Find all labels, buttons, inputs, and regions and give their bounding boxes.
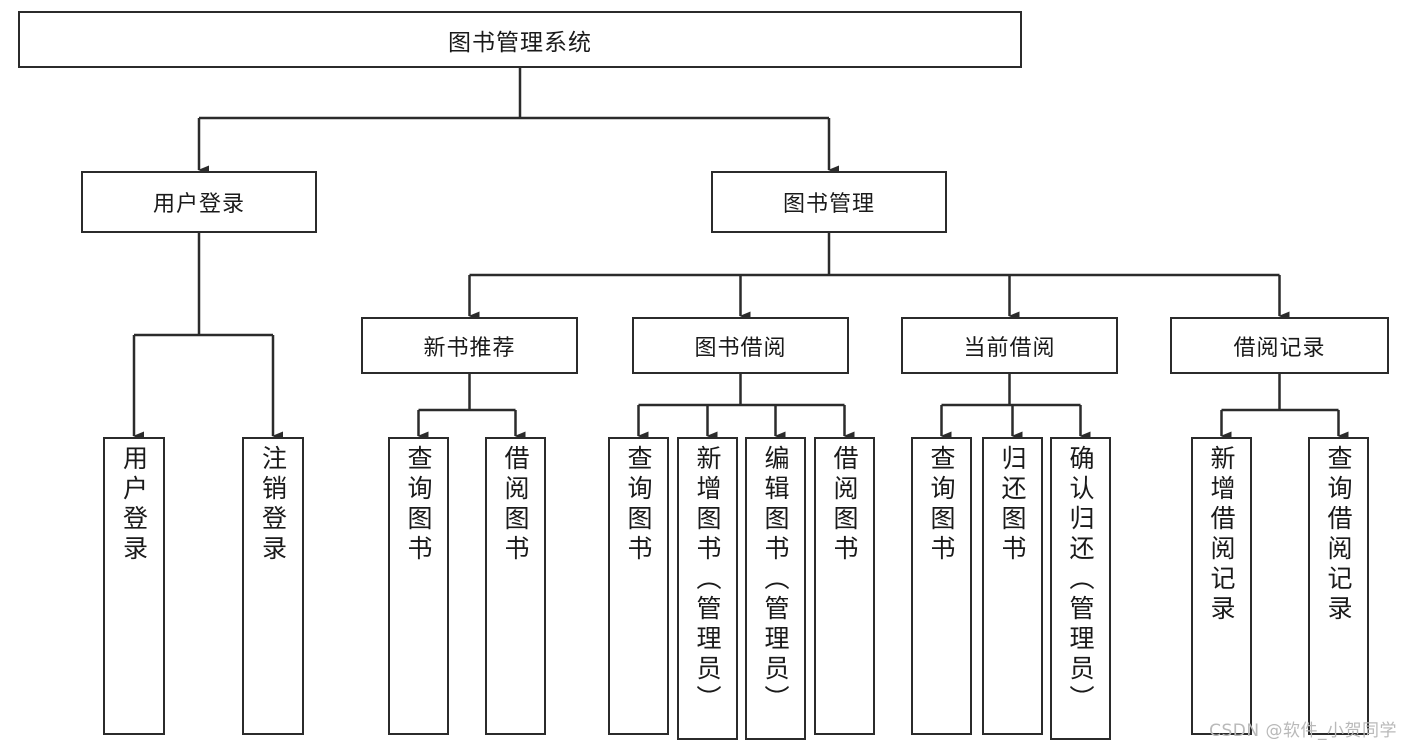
node-label: 查询图书 bbox=[404, 445, 433, 565]
node-leaf-confirm-return[interactable]: 确认归还（管理员） bbox=[1050, 437, 1111, 740]
node-label: 当前借阅 bbox=[963, 335, 1056, 361]
node-label: 新书推荐 bbox=[423, 335, 516, 361]
node-label: 归还图书 bbox=[998, 445, 1027, 565]
node-label: 查询图书 bbox=[927, 445, 956, 565]
node-label: 借阅记录 bbox=[1233, 335, 1326, 361]
node-current-borrow[interactable]: 当前借阅 bbox=[901, 317, 1118, 374]
node-leaf-edit-book[interactable]: 编辑图书（管理员） bbox=[745, 437, 806, 740]
node-label: 借阅图书 bbox=[501, 445, 530, 565]
node-leaf-query-record[interactable]: 查询借阅记录 bbox=[1308, 437, 1369, 735]
node-label: 查询图书 bbox=[624, 445, 653, 565]
node-label: 确认归还（管理员） bbox=[1066, 445, 1095, 715]
node-book-manage[interactable]: 图书管理 bbox=[711, 171, 947, 233]
node-leaf-user-login[interactable]: 用户登录 bbox=[103, 437, 165, 735]
node-label: 图书管理系统 bbox=[448, 29, 592, 56]
node-book-borrow[interactable]: 图书借阅 bbox=[632, 317, 849, 374]
node-label: 新增借阅记录 bbox=[1207, 445, 1236, 625]
node-leaf-query-book-br[interactable]: 查询图书 bbox=[608, 437, 669, 735]
node-root[interactable]: 图书管理系统 bbox=[18, 11, 1022, 68]
node-label: 图书借阅 bbox=[694, 335, 787, 361]
node-leaf-borrow-book-br[interactable]: 借阅图书 bbox=[814, 437, 875, 735]
node-label: 新增图书（管理员） bbox=[693, 445, 722, 715]
node-label: 图书管理 bbox=[782, 192, 875, 217]
node-label: 查询借阅记录 bbox=[1324, 445, 1353, 625]
watermark: CSDN @软件_小贺同学 bbox=[1209, 721, 1397, 741]
node-leaf-query-book-cb[interactable]: 查询图书 bbox=[911, 437, 972, 735]
node-leaf-borrow-book-rec[interactable]: 借阅图书 bbox=[485, 437, 546, 735]
node-new-book-rec[interactable]: 新书推荐 bbox=[361, 317, 578, 374]
node-label: 用户登录 bbox=[152, 192, 245, 217]
node-borrow-record[interactable]: 借阅记录 bbox=[1170, 317, 1389, 374]
node-leaf-user-logout[interactable]: 注销登录 bbox=[242, 437, 304, 735]
node-label: 编辑图书（管理员） bbox=[761, 445, 790, 715]
node-label: 注销登录 bbox=[258, 445, 288, 565]
node-label: 借阅图书 bbox=[830, 445, 859, 565]
node-leaf-add-book[interactable]: 新增图书（管理员） bbox=[677, 437, 738, 740]
node-leaf-query-book-rec[interactable]: 查询图书 bbox=[388, 437, 449, 735]
node-user-login[interactable]: 用户登录 bbox=[81, 171, 317, 233]
node-leaf-return-book[interactable]: 归还图书 bbox=[982, 437, 1043, 735]
node-leaf-add-record[interactable]: 新增借阅记录 bbox=[1191, 437, 1252, 735]
node-label: 用户登录 bbox=[119, 445, 149, 565]
